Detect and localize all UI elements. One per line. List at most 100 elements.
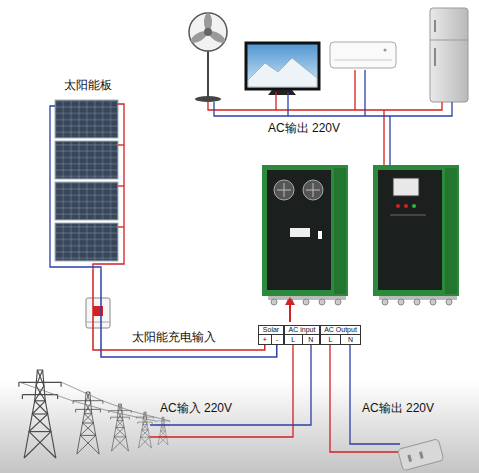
inverter-cabinet [412, 204, 416, 208]
solar-panel-array [50, 106, 101, 270]
terminal-row: LN [321, 335, 360, 344]
tv-icon [246, 43, 319, 89]
input-arrow [285, 297, 295, 322]
solar-panel-array [55, 223, 118, 261]
inverter-cabinet [373, 165, 459, 305]
fridge-icon [430, 40, 468, 41]
air-conditioner-icon [334, 60, 392, 61]
solar-panel-array [118, 226, 124, 227]
power-towers [73, 392, 103, 454]
wire-label: AC输出 220V [362, 401, 434, 415]
ac-output-wiring [330, 345, 400, 452]
inverter-cabinet [262, 165, 348, 305]
power-towers [19, 370, 61, 458]
output-device [419, 451, 424, 459]
inverter-cabinet [446, 299, 452, 305]
air-conditioner-icon [330, 42, 396, 68]
terminal-row: LN [285, 335, 319, 344]
panel-heading: 太阳能板 [50, 78, 125, 92]
inverter-cabinet [313, 183, 314, 197]
terminal-header: AC Output [321, 326, 360, 335]
input-arrow [285, 297, 295, 305]
fan-icon [189, 13, 227, 51]
output-device [398, 439, 444, 471]
ac-input-wiring [150, 345, 293, 437]
edge-label: 太阳能充电输入 [130, 330, 218, 344]
wire-label: AC输入 220V [160, 401, 232, 415]
solar-panel-array [118, 144, 124, 145]
output-wiring [208, 70, 452, 165]
circuit-breaker [86, 322, 110, 323]
power-towers [109, 404, 132, 451]
air-conditioner-icon [330, 42, 396, 68]
inverter-cabinet [445, 168, 457, 294]
terminal-pin: L [285, 335, 302, 344]
inverter-cabinet [271, 299, 277, 305]
inverter-cabinet [382, 299, 388, 305]
inverter-cabinet [404, 204, 408, 208]
tv-icon [246, 43, 319, 95]
output-wiring [354, 70, 355, 110]
fan-icon [204, 28, 212, 36]
fridge-icon [434, 48, 436, 66]
charge-connector [93, 270, 277, 357]
circuit-breaker [86, 298, 110, 328]
solar-panel-array [55, 141, 118, 179]
output-wiring [389, 116, 390, 165]
terminal-pin: N [302, 335, 320, 344]
tv-icon [248, 58, 317, 87]
inverter-cabinet [390, 214, 426, 216]
input-arrow [289, 304, 291, 322]
inverter-cabinet [290, 228, 310, 237]
solar-panel-array [118, 185, 124, 186]
inverter-cabinet [414, 299, 420, 305]
ac-output-wiring [350, 345, 400, 444]
tv-icon [268, 90, 296, 95]
terminal-pin: L [321, 335, 340, 344]
output-wiring [275, 92, 276, 110]
solar-panel-array [55, 141, 118, 179]
fridge-icon [430, 8, 468, 102]
output-device [407, 454, 412, 462]
fridge-icon [430, 8, 468, 102]
air-conditioner-icon [384, 49, 387, 52]
output-wiring [364, 70, 365, 116]
inverter-cabinet [262, 165, 348, 296]
inverter-cabinet [430, 299, 436, 305]
inverter-cabinet [267, 170, 331, 290]
terminal-section: Solar+- [258, 325, 284, 345]
power-towers [156, 417, 169, 445]
output-wiring [214, 102, 452, 116]
power-towers [61, 382, 170, 421]
terminal-row: +- [259, 335, 283, 344]
ac-output-wiring [330, 345, 400, 452]
fan-icon [207, 50, 209, 98]
solar-panel-node: 太阳能板 [50, 78, 125, 270]
ac-input-wiring [150, 345, 311, 437]
output-wiring [287, 92, 288, 116]
solar-panel-array [93, 104, 124, 270]
output-wiring [383, 110, 384, 165]
inverter-cabinet [303, 180, 323, 200]
terminal-section: AC inputLN [284, 325, 320, 345]
inverter-cabinet [303, 299, 309, 305]
inverter-cabinet [334, 168, 346, 294]
solar-panel-array [55, 223, 118, 261]
solar-panel-array [55, 182, 118, 220]
terminal-pin: N [340, 335, 360, 344]
wire-negative [101, 270, 277, 357]
wire-positive [93, 270, 265, 350]
output-wiring [208, 102, 442, 110]
fan-icon [189, 13, 227, 102]
inverter-cabinet [274, 180, 294, 200]
inverter-cabinet [398, 299, 404, 305]
solar-panel-array [55, 182, 118, 220]
solar-panel-array [50, 100, 124, 270]
inverter-cabinet [396, 204, 400, 208]
solar-panel-array [55, 100, 118, 138]
inverter-cabinet [319, 299, 325, 305]
fan-icon [195, 96, 221, 102]
terminal-pin: + [259, 335, 271, 344]
inverter-cabinet [318, 231, 322, 239]
solar-panel-array [55, 100, 118, 138]
